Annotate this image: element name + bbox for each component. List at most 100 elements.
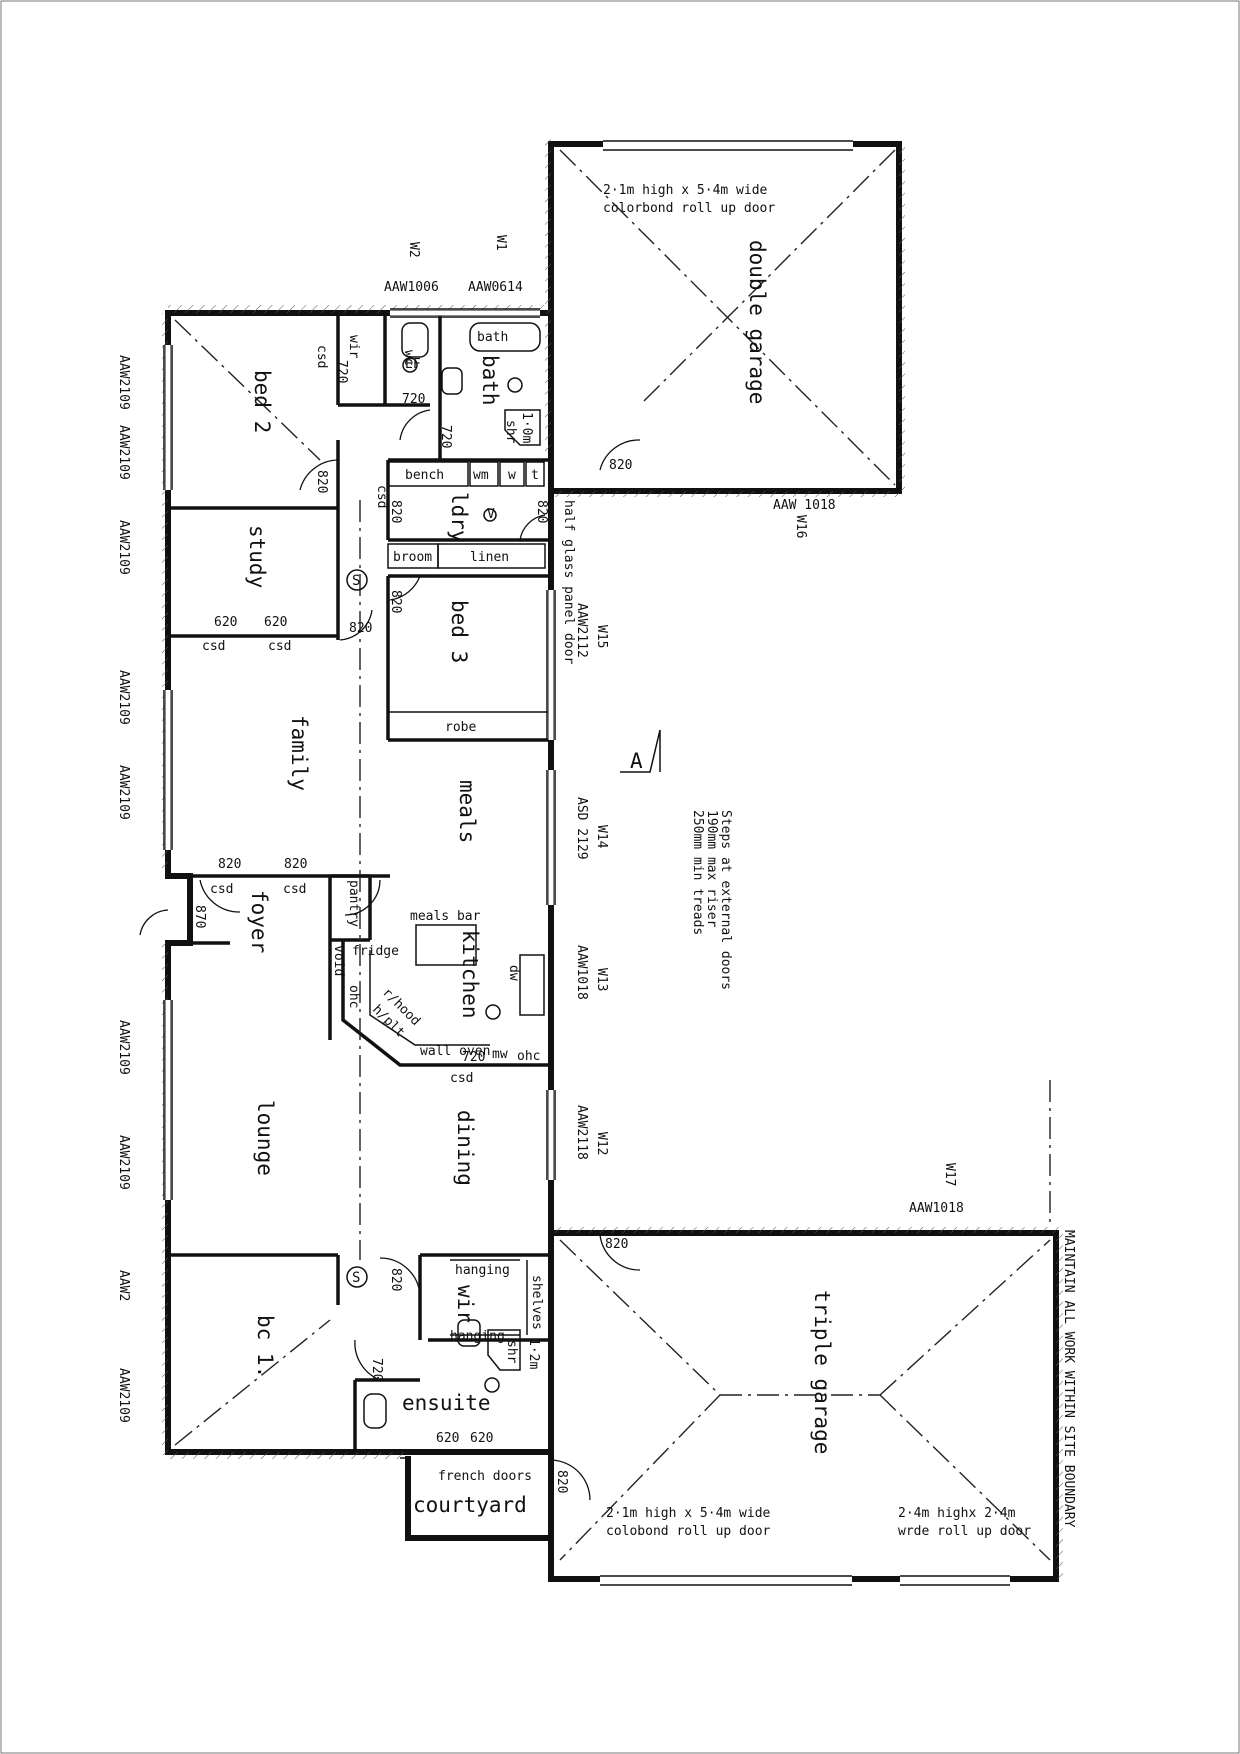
mw-label: mw: [492, 1047, 508, 1062]
dim-label: 720: [334, 360, 349, 383]
window-code-left: AAW2109: [116, 355, 131, 410]
exhaust-fan-icon: [507, 377, 523, 393]
boundary-note: MAINTAIN ALL WORK WITHIN SITE BOUNDARY: [1061, 1230, 1076, 1528]
window-mark-w15: W15: [594, 625, 609, 648]
steps-note: 190mm max riser: [704, 810, 719, 928]
wall-oven-label: wall oven: [420, 1044, 490, 1059]
csd-label: csd: [202, 639, 225, 654]
window-code-left: AAW2109: [116, 765, 131, 820]
pantry-label: pantry: [346, 880, 361, 927]
shr-label: shr: [503, 420, 518, 444]
window-openings: [163, 308, 556, 1200]
window-code-left: AAW2109: [116, 1368, 131, 1423]
dim-label: 620: [470, 1431, 493, 1446]
window-code-w2: AAW1006: [384, 280, 439, 295]
hanging-label: hanging: [450, 1329, 505, 1344]
dim-label: 870: [192, 905, 207, 928]
csd-label: csd: [210, 882, 233, 897]
vent-label: V: [487, 507, 495, 522]
window-mark-w1: W1: [493, 235, 508, 251]
wc-label: wc: [401, 350, 416, 366]
door-swings: [139, 409, 641, 1501]
csd-label: csd: [268, 639, 291, 654]
hanging-label: hanging: [455, 1263, 510, 1278]
ohc-label: ohc: [517, 1049, 540, 1064]
room-label-ensuite: ensuite: [402, 1391, 491, 1415]
exhaust-fan-label: EF: [405, 357, 421, 372]
robe-label: robe: [445, 720, 476, 735]
window-code-w17: AAW1018: [909, 1201, 964, 1216]
dim-label: 820: [554, 1470, 569, 1493]
csd-label: csd: [374, 485, 389, 508]
wir-label: wir: [346, 335, 361, 359]
bath-tub: [469, 322, 541, 352]
room-label-dining: dining: [453, 1110, 477, 1186]
dim-label: 820: [314, 470, 329, 493]
window-mark-w13: W13: [594, 968, 609, 991]
window-codes: AAW1006 W2 AAW0614 W1 AAW2109 AAW2109 AA…: [116, 235, 964, 1423]
exhaust-fan-icon: [484, 1377, 500, 1393]
triple-garage-door-note: colobond roll up door: [606, 1524, 771, 1539]
smoke-alarm-icon: [346, 569, 368, 591]
bath-tub-label: bath: [477, 330, 508, 345]
room-label-foyer: foyer: [247, 890, 271, 953]
window-code-left: AAW2109: [116, 520, 131, 575]
triple-garage-door-note: 2·1m high x 5·4m wide: [606, 1506, 771, 1521]
room-label-bed-2: bed 2: [250, 370, 274, 433]
dim-label: 820: [388, 1268, 403, 1291]
csd-label: csd: [314, 345, 329, 368]
room-label-lounge: lounge: [253, 1100, 277, 1176]
shr-size-label: 1·2m: [526, 1338, 541, 1369]
steps-note: Steps at external doors: [718, 810, 733, 990]
double-garage-door-note: 2·1m high x 5·4m wide: [603, 183, 768, 198]
smoke-alarm-label: S: [352, 1270, 360, 1286]
notes: 2·1m high x 5·4m wide colorbond roll up …: [603, 183, 1076, 1539]
double-garage-door-note: colorbond roll up door: [603, 201, 775, 216]
dim-label: 620: [214, 615, 237, 630]
window-code-left: AAW2109: [116, 425, 131, 480]
dim-label: 820: [349, 621, 372, 636]
external-walls: [162, 138, 1063, 1586]
shr-size-label: 1·0m: [519, 412, 534, 443]
section-mark: A: [630, 749, 643, 773]
window-code-w15: AAW2112: [574, 603, 589, 658]
dim-label: 820: [388, 500, 403, 523]
window-mark-w12: W12: [594, 1132, 609, 1155]
room-label-bed-3: bed 3: [447, 600, 471, 663]
dw-label: dw: [506, 965, 521, 981]
triple-garage-door2-note: wrde roll up door: [898, 1524, 1031, 1539]
meals-bar-label: meals bar: [410, 909, 481, 924]
ohc-label: ohc: [346, 985, 361, 1008]
dim-label: 820: [218, 857, 241, 872]
fixture-shapes: [363, 322, 546, 1459]
window-code-w14: ASD 2129: [574, 797, 589, 860]
exhaust-fan-icon: [402, 357, 418, 373]
window-code-left: AAW2109: [116, 1020, 131, 1075]
internal-walls: [168, 313, 551, 1452]
csd-label: csd: [283, 882, 306, 897]
smoke-alarm-icon: [346, 1266, 368, 1288]
t-label: t: [531, 468, 539, 483]
room-label-meals: meals: [455, 780, 479, 843]
window-mark-w16: W16: [793, 515, 808, 538]
room-label-bed-1: bc 1.: [253, 1315, 277, 1378]
smoke-alarm-label: S: [352, 573, 360, 589]
french-doors-label: french doors: [438, 1469, 532, 1484]
exhaust-fan-icon: [485, 1004, 501, 1020]
window-code-w13: AAW1018: [574, 945, 589, 1000]
dim-label: 720: [462, 1050, 485, 1065]
window-mark-w2: W2: [406, 242, 421, 258]
dim-label: 820: [534, 500, 549, 523]
room-label-ldry: ldry: [447, 492, 471, 543]
room-labels: double garage triple garage bed 2 study …: [245, 240, 834, 1517]
double-garage-hatch: [545, 138, 551, 453]
room-label-kitchen: kitchen: [458, 930, 482, 1019]
window-code-w1: AAW0614: [468, 280, 523, 295]
marks: S S: [346, 357, 523, 1393]
vent-icon: [483, 508, 497, 522]
window-code-left: AAW2: [116, 1270, 131, 1301]
steps-note: 250mm min treads: [690, 810, 705, 935]
wir-ensuite-label: wir: [453, 1285, 477, 1323]
void-label: void: [331, 945, 346, 976]
